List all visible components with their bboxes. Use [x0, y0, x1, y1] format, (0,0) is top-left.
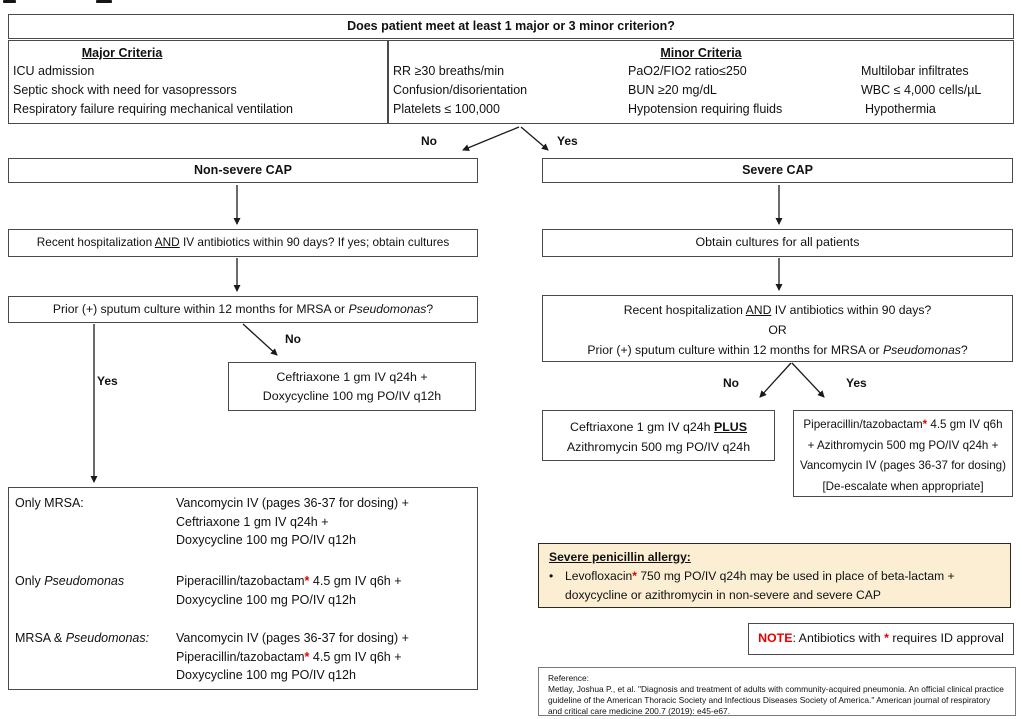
nonsevere-no-regimen-box: Ceftriaxone 1 gm IV q24h + Doxycycline 1…: [228, 362, 476, 411]
penicillin-allergy-box: Severe penicillin allergy: • Levofloxaci…: [538, 543, 1011, 608]
regimen-row-label: MRSA & Pseudomonas:: [15, 631, 150, 645]
id-approval-asterisk: *: [304, 649, 310, 664]
criteria-divider: [387, 41, 389, 123]
regimen-line: Doxycycline 100 mg PO/IV q12h: [262, 389, 442, 403]
major-criteria-item: ICU admission: [13, 64, 95, 78]
reference-box: Reference: Metlay, Joshua P., et al. "Di…: [538, 667, 1016, 716]
minor-criteria-item: PaO2/FIO2 ratio≤250: [628, 64, 747, 78]
minor-criteria-item: RR ≥30 breaths/min: [393, 64, 505, 78]
regimen-row-label: Only MRSA:: [15, 496, 84, 510]
mrsa-pseudomonas-regimen-box: Only MRSA: Vancomycin IV (pages 36-37 fo…: [8, 487, 478, 690]
reference-title: Reference:: [548, 673, 589, 683]
id-approval-asterisk: *: [304, 574, 310, 588]
severe-cap-box: Severe CAP: [542, 158, 1013, 183]
severe-yes-label: Yes: [846, 376, 867, 390]
minor-criteria-item: Confusion/disorientation: [393, 83, 528, 97]
severe-no-regimen-box: Ceftriaxone 1 gm IV q24h PLUS Azithromyc…: [542, 410, 775, 461]
severe-no-label: No: [723, 376, 739, 390]
clipped-text-fragment: [96, 0, 112, 3]
clipped-text-fragment: [3, 0, 16, 3]
major-criteria-title: Major Criteria: [81, 46, 163, 60]
header-question-box: Does patient meet at least 1 major or 3 …: [8, 14, 1014, 39]
nonsevere-cap-box: Non-severe CAP: [8, 158, 478, 183]
id-approval-asterisk: *: [632, 569, 637, 583]
minor-criteria-title: Minor Criteria: [660, 46, 742, 60]
regimen-row-lines: Vancomycin IV (pages 36-37 for dosing) +…: [176, 496, 409, 547]
regimen-line: Ceftriaxone 1 gm IV q24h +: [276, 370, 428, 384]
minor-criteria-item: WBC ≤ 4,000 cells/µL: [861, 83, 982, 97]
minor-criteria-item: Hypothermia: [865, 102, 936, 116]
regimen-row-lines: Piperacillin/tazobactam* 4.5 gm IV q6h +…: [176, 574, 402, 607]
header-question-text: Does patient meet at least 1 major or 3 …: [347, 19, 675, 33]
severe-yes-regimen-box: Piperacillin/tazobactam* 4.5 gm IV q6h +…: [793, 410, 1013, 497]
reference-citation: Metlay, Joshua P., et al. "Diagnosis and…: [548, 684, 1004, 716]
nonsevere-yes-label: Yes: [97, 374, 118, 388]
minor-criteria-item: BUN ≥20 mg/dL: [628, 83, 717, 97]
nonsevere-no-label: No: [285, 332, 301, 346]
id-approval-note-box: NOTE: Antibiotics with * requires ID app…: [748, 623, 1014, 655]
allergy-bullet: • Levofloxacin* 750 mg PO/IV q24h may be…: [549, 567, 1000, 605]
criteria-box: Major Criteria ICU admission Septic shoc…: [8, 40, 1014, 124]
note-label: NOTE: [758, 631, 793, 645]
root-yes-label: Yes: [557, 134, 578, 148]
minor-criteria-item: Multilobar infiltrates: [861, 64, 969, 78]
root-no-label: No: [421, 134, 437, 148]
bullet-icon: •: [549, 569, 554, 583]
minor-criteria-item: Hypotension requiring fluids: [628, 102, 783, 116]
allergy-title: Severe penicillin allergy:: [549, 550, 691, 564]
regimen-row-label: Only Pseudomonas: [15, 574, 125, 588]
nonsevere-question2-box: Prior (+) sputum culture within 12 month…: [8, 296, 478, 323]
regimen-row-lines: Vancomycin IV (pages 36-37 for dosing) +…: [176, 631, 409, 682]
severe-obtain-cultures-box: Obtain cultures for all patients: [542, 229, 1013, 257]
major-criteria-item: Septic shock with need for vasopressors: [13, 83, 237, 97]
id-approval-asterisk: *: [884, 631, 889, 645]
major-criteria-item: Respiratory failure requiring mechanical…: [13, 102, 293, 116]
nonsevere-question1-box: Recent hospitalization AND IV antibiotic…: [8, 229, 478, 257]
id-approval-asterisk: *: [922, 418, 928, 431]
severe-question-box: Recent hospitalization AND IV antibiotic…: [542, 295, 1013, 362]
minor-criteria-item: Platelets ≤ 100,000: [393, 102, 500, 116]
